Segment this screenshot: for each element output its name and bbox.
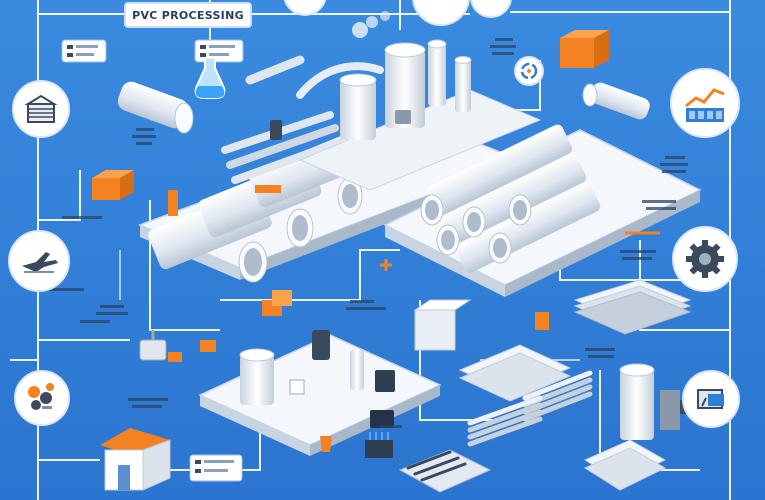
pipe-small-right — [582, 82, 650, 120]
orange-box-1 — [92, 178, 120, 200]
gauge-icon — [697, 389, 724, 409]
node-settings — [672, 226, 738, 292]
flow-line-right-lower — [639, 240, 730, 331]
chimney-1 — [428, 44, 446, 106]
cutting-machine — [619, 363, 702, 440]
tank-1 — [340, 80, 376, 140]
diagram-title-text: PVC PROCESSING — [132, 8, 244, 22]
airplane-icon — [22, 252, 58, 273]
badge-3 — [189, 454, 243, 482]
sheet-stacks — [413, 279, 692, 402]
lower-platform — [198, 330, 442, 456]
extruder-head — [312, 330, 330, 360]
info-badges — [61, 39, 244, 482]
grating-icon — [24, 94, 58, 123]
flow-line-center-2 — [359, 249, 400, 270]
node-finance — [14, 370, 70, 426]
rod-bundles — [398, 370, 667, 493]
orange-valve — [535, 312, 549, 330]
recycle-icon — [520, 62, 538, 80]
valve-assembly — [139, 330, 182, 362]
flow-line-center-left — [149, 200, 220, 331]
feed-pipe — [296, 62, 384, 99]
orange-cup — [320, 436, 332, 452]
orange-box-2 — [560, 38, 594, 68]
node-transport — [8, 230, 70, 292]
label-scribbles — [40, 38, 732, 428]
gear-icon — [686, 240, 724, 278]
pipe-stack-right — [420, 124, 601, 273]
badge-1 — [61, 39, 107, 63]
processing-plant — [245, 11, 542, 191]
valve-unit — [395, 110, 411, 124]
warehouse — [100, 428, 171, 491]
node-grating — [12, 80, 70, 138]
pipe-bundle-left — [148, 111, 371, 283]
pipe-raw-top — [117, 81, 194, 134]
accent-components — [92, 30, 660, 352]
flow-line-left-mid — [38, 170, 81, 221]
chimney-2 — [455, 60, 471, 112]
node-analytics — [670, 68, 740, 138]
control-unit — [375, 370, 395, 392]
chart-panel-icon — [685, 88, 725, 122]
orange-tube — [168, 190, 178, 216]
node-quality — [682, 370, 740, 428]
diagram-title: PVC PROCESSING — [124, 2, 252, 28]
coins-icon — [28, 383, 54, 410]
drop-flask-icon — [194, 57, 226, 99]
mixer-tank — [240, 355, 274, 405]
node-recycle — [514, 56, 544, 86]
tank-2 — [385, 50, 425, 128]
heat-unit — [365, 432, 393, 458]
steam — [352, 22, 368, 38]
badge-2 — [194, 39, 244, 63]
